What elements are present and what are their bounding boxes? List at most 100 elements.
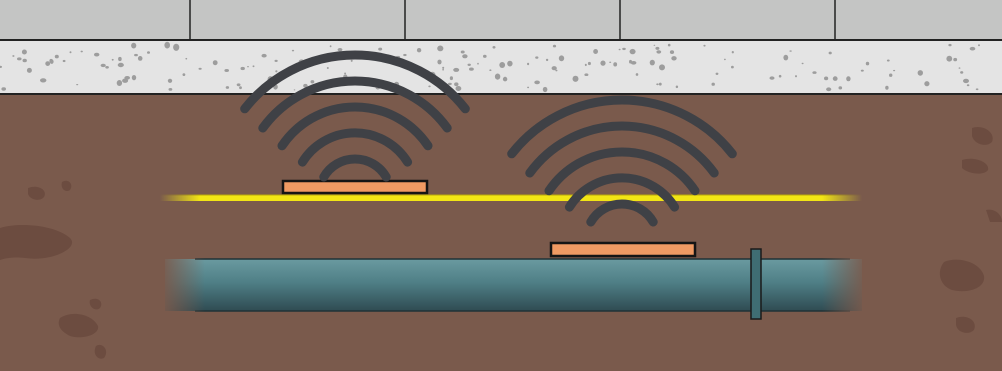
concrete-speckle xyxy=(453,68,459,72)
concrete-speckle xyxy=(468,64,471,66)
concrete-speckle xyxy=(789,50,791,51)
concrete-speckle xyxy=(503,77,507,82)
concrete-speckle xyxy=(963,79,969,83)
concrete-speckle xyxy=(887,60,890,62)
concrete-speckle xyxy=(553,45,556,48)
concrete-speckle xyxy=(703,45,705,47)
concrete-speckle xyxy=(671,56,676,60)
soil-layer xyxy=(0,95,1002,371)
concrete-speckle xyxy=(846,76,850,81)
concrete-speckle xyxy=(960,71,963,74)
concrete-speckle xyxy=(185,58,187,60)
concrete-speckle xyxy=(866,62,869,66)
concrete-speckle xyxy=(829,52,832,55)
rfid-marker-icon xyxy=(283,181,427,193)
concrete-speckle xyxy=(12,55,14,57)
concrete-speckle xyxy=(732,51,734,53)
concrete-speckle xyxy=(173,44,179,51)
concrete-speckle xyxy=(527,87,529,89)
concrete-speckle xyxy=(670,50,674,54)
paving-tiles xyxy=(0,0,1002,40)
concrete-speckle xyxy=(483,55,487,58)
concrete-speckle xyxy=(654,45,656,46)
concrete-speckle xyxy=(489,69,491,71)
concrete-speckle xyxy=(546,59,548,61)
concrete-speckle xyxy=(112,59,114,61)
concrete-speckle xyxy=(650,60,655,66)
concrete-speckle xyxy=(448,83,452,85)
concrete-speckle xyxy=(970,47,976,51)
concrete-speckle xyxy=(454,82,458,86)
concrete-speckle xyxy=(783,55,788,61)
concrete-speckle xyxy=(428,86,430,88)
concrete-speckle xyxy=(239,86,242,89)
concrete-speckle xyxy=(812,71,816,74)
concrete-speckle xyxy=(668,44,671,47)
concrete-speckle xyxy=(495,74,500,80)
concrete-speckle xyxy=(63,60,66,62)
concrete-speckle xyxy=(138,56,143,61)
rfid-marker-icon xyxy=(551,243,695,256)
concrete-speckle xyxy=(23,59,27,63)
concrete-speckle xyxy=(573,76,579,82)
concrete-speckle xyxy=(779,75,782,78)
concrete-speckle xyxy=(622,48,626,50)
concrete-speckle xyxy=(442,67,444,69)
concrete-speckle xyxy=(534,81,540,85)
concrete-speckle xyxy=(94,53,99,57)
concrete-speckle xyxy=(959,67,961,68)
concrete-speckle xyxy=(552,66,557,70)
concrete-speckle xyxy=(724,59,726,61)
concrete-speckle xyxy=(327,67,329,69)
concrete-speckle xyxy=(70,51,72,53)
concrete-speckle xyxy=(967,84,970,86)
concrete-speckle xyxy=(631,61,637,65)
concrete-speckle xyxy=(462,54,467,58)
concrete-speckle xyxy=(183,73,186,76)
concrete-speckle xyxy=(609,62,611,63)
concrete-speckle xyxy=(55,55,59,59)
concrete-speckle xyxy=(946,56,952,62)
concrete-speckle xyxy=(45,61,50,66)
concrete-speckle xyxy=(893,70,895,71)
concrete-speckle xyxy=(655,47,659,50)
concrete-speckle xyxy=(330,45,332,47)
concrete-speckle xyxy=(118,63,124,67)
concrete-speckle xyxy=(656,50,661,53)
concrete-speckle xyxy=(294,89,296,90)
concrete-speckle xyxy=(442,69,444,71)
concrete-speckle xyxy=(593,49,598,54)
concrete-speckle xyxy=(168,79,172,83)
concrete-speckle xyxy=(559,55,564,61)
concrete-speckle xyxy=(636,73,639,76)
concrete-speckle xyxy=(27,68,32,73)
concrete-speckle xyxy=(535,56,538,58)
concrete-speckle xyxy=(101,64,106,67)
concrete-speckle xyxy=(105,66,109,69)
pipe-flange xyxy=(751,249,761,319)
concrete-speckle xyxy=(169,88,173,91)
concrete-speckle xyxy=(802,63,804,64)
concrete-speckle xyxy=(676,86,678,89)
concrete-speckle xyxy=(889,74,892,77)
concrete-speckle xyxy=(477,63,479,65)
concrete-speckle xyxy=(417,48,421,52)
concrete-speckle xyxy=(619,49,621,51)
concrete-speckle xyxy=(795,75,797,77)
concrete-speckle xyxy=(924,81,929,86)
concrete-speckle xyxy=(49,59,52,63)
concrete-speckle xyxy=(600,61,605,66)
concrete-speckle xyxy=(224,69,229,72)
concrete-speckle xyxy=(164,42,170,49)
concrete-speckle xyxy=(716,73,719,75)
concrete-speckle xyxy=(659,64,665,70)
concrete-speckle xyxy=(378,48,382,51)
concrete-speckle xyxy=(131,43,136,49)
concrete-speckle xyxy=(262,54,267,58)
concrete-speckle xyxy=(948,44,951,46)
concrete-layer xyxy=(0,41,1002,94)
concrete-speckle xyxy=(134,54,138,56)
concrete-speckle xyxy=(351,60,353,62)
concrete-speckle xyxy=(953,58,957,61)
